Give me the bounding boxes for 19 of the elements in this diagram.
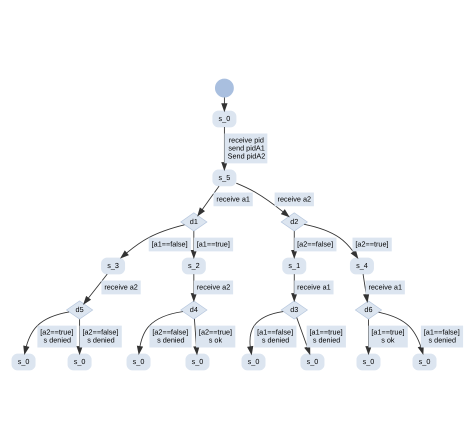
- edge-label: [a1==true] s denied: [309, 326, 342, 344]
- edge-label: [a1==true] s ok: [370, 326, 404, 344]
- edge-label: [a2==true] s denied: [40, 326, 73, 344]
- edge-label: receive a1: [368, 282, 402, 292]
- edge-label: [a2==true] s ok: [198, 326, 232, 344]
- edge-label: [a1==true]: [196, 239, 230, 248]
- edge-label: [a2==true]: [354, 239, 388, 248]
- edge-label: receive a2: [196, 282, 230, 292]
- edge-label: receive a2: [277, 194, 311, 204]
- edge-label: [a1==false] s denied: [256, 326, 293, 344]
- edge-label: receive a1: [296, 282, 330, 292]
- edge-label: receive pid send pidA1 Send pidA2: [227, 135, 265, 160]
- edge-label: [a1==false] s denied: [423, 326, 460, 344]
- edge-label: [a2==false] s denied: [82, 326, 118, 344]
- edge-label: [a2==false]: [296, 239, 333, 248]
- edge-label: [a1==false]: [151, 239, 188, 248]
- edge-label: [a2==false] s denied: [152, 326, 188, 344]
- edge-label: receive a2: [104, 282, 138, 292]
- edge-label: receive a1: [216, 194, 250, 204]
